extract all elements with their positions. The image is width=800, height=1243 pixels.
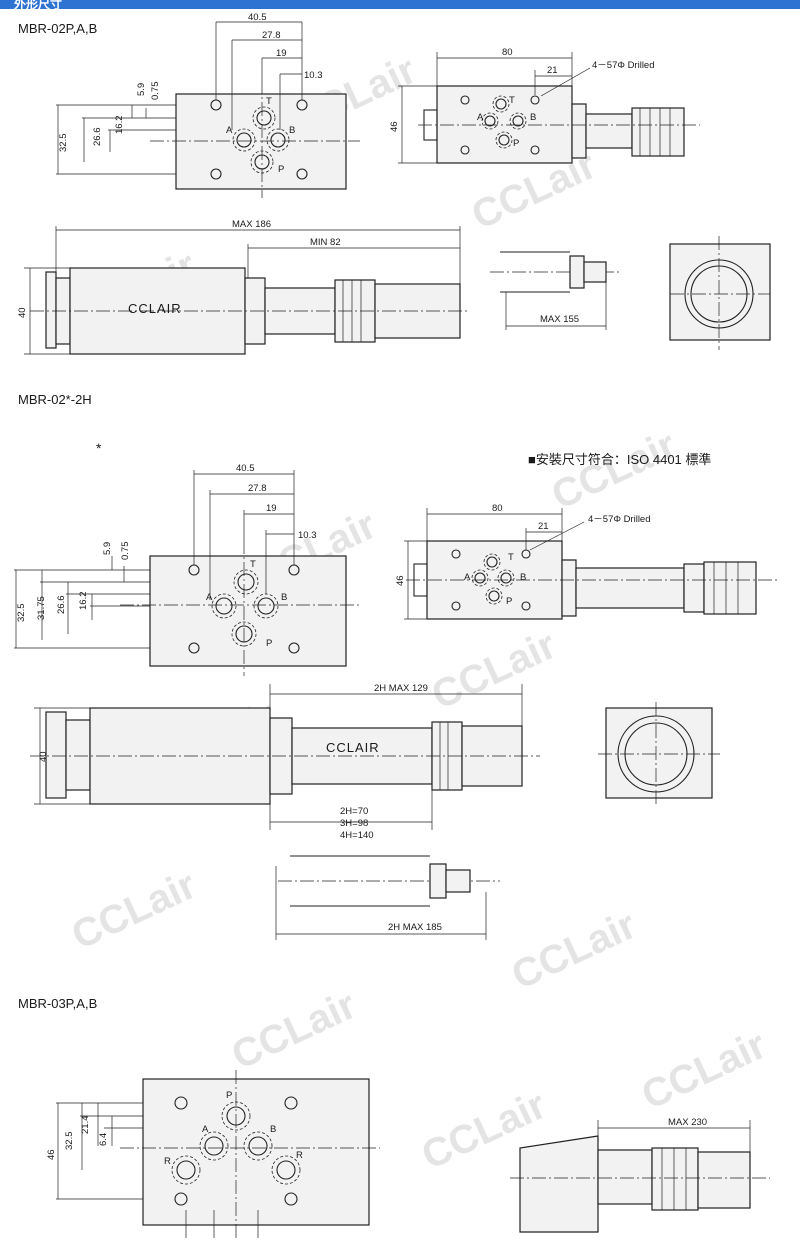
dim-5-9: 5.9: [102, 542, 113, 555]
dim-21: 21: [547, 65, 558, 76]
header-title: 外形尺寸: [14, 0, 62, 11]
dim-80: 80: [492, 503, 503, 514]
port-label-b: B: [530, 112, 536, 123]
s2-top-view: T A B P 40.5 27.8 19 10.3 32.5 31.75 26.…: [14, 463, 360, 676]
port-label-b: B: [281, 592, 287, 603]
port-label-t: T: [509, 95, 515, 106]
port-label-r: R: [296, 1150, 303, 1161]
dim-10-3: 10.3: [304, 70, 323, 81]
port-label-a: A: [206, 592, 213, 603]
dim-6-4: 6.4: [98, 1133, 109, 1146]
port-label-t: T: [508, 552, 514, 563]
s2-long-view: CCLAIR 2H MAX 129 2H=70 3H=98 4H=140 40: [30, 683, 540, 841]
watermark: CCLair: [505, 903, 642, 998]
dim-46: 46: [389, 121, 400, 132]
port-label-t: T: [266, 96, 272, 107]
dim-40-5: 40.5: [248, 12, 267, 23]
dim-40: 40: [38, 751, 49, 762]
drilled-note: 4－57Φ Drilled: [592, 60, 655, 71]
s3-top-view: P A B R R 46 32.5 21.4 6.4: [46, 1070, 380, 1238]
section-title-mbr02: MBR-02P,A,B: [18, 21, 97, 36]
dim-19: 19: [266, 503, 277, 514]
dim-max-230: MAX 230: [668, 1117, 707, 1128]
dim-19: 19: [276, 48, 287, 59]
port-label-a: A: [226, 125, 233, 136]
brand-label: CCLAIR: [326, 740, 380, 755]
dim-5-9: 5.9: [136, 83, 147, 96]
dim-2h-70: 2H=70: [340, 806, 368, 817]
s2-end-view: [598, 702, 720, 806]
dim-32-5: 32.5: [58, 134, 69, 153]
dim-2h-max-185: 2H MAX 185: [388, 922, 442, 933]
dim-2h-max-129: 2H MAX 129: [374, 683, 428, 694]
port-label-a: A: [464, 572, 471, 583]
port-label-p: P: [506, 596, 512, 607]
asterisk-mark: *: [96, 440, 102, 456]
port-label-r: R: [164, 1156, 171, 1167]
dim-10-3: 10.3: [298, 530, 317, 541]
watermark: CCLair: [225, 983, 362, 1078]
port-label-t: T: [250, 559, 256, 570]
port-label-a: A: [477, 112, 484, 123]
dim-0-75: 0.75: [120, 542, 131, 561]
s1-end-view: [669, 236, 771, 350]
dim-max-155: MAX 155: [540, 314, 579, 325]
dim-31-75: 31.75: [36, 596, 47, 620]
port-label-b: B: [520, 572, 526, 583]
dim-27-8: 27.8: [248, 483, 267, 494]
dim-40: 40: [17, 307, 28, 318]
header-bar: [0, 0, 800, 9]
port-label-b: B: [270, 1124, 276, 1135]
watermark: CCLair: [65, 863, 202, 958]
dim-min-82: MIN 82: [310, 237, 341, 248]
s2-stub-view: 2H MAX 185: [275, 855, 500, 940]
s3-side-view: MAX 230: [510, 1117, 770, 1233]
dim-4h-140: 4H=140: [340, 830, 374, 841]
watermark: CCLair: [635, 1023, 772, 1118]
dim-3h-98: 3H=98: [340, 818, 368, 829]
dim-26-6: 26.6: [56, 596, 67, 615]
port-label-b: B: [289, 125, 295, 136]
dim-32-5: 32.5: [16, 604, 27, 623]
watermark: CCLair: [425, 623, 562, 718]
dim-46: 46: [46, 1149, 57, 1160]
s1-top-view: T A B P 40.5 27.8 19 10.3 32.5 26.6 16.2…: [56, 12, 360, 198]
dim-16-2: 16.2: [114, 116, 125, 135]
dim-27-8: 27.8: [262, 30, 281, 41]
s2-side-view: T A B P 80 21 4－57Φ Drilled 46: [395, 503, 780, 620]
dim-max-186: MAX 186: [232, 219, 271, 230]
s1-stub-view: MAX 155: [490, 251, 620, 330]
section-title-mbr02-2h: MBR-02*-2H: [18, 392, 92, 407]
watermark: CCLair: [545, 423, 682, 518]
section-title-mbr03: MBR-03P,A,B: [18, 996, 97, 1011]
iso-note: ■安裝尺寸符合：ISO 4401 標準: [528, 452, 711, 467]
port-label-a: A: [202, 1124, 209, 1135]
port-label-p: P: [226, 1090, 232, 1101]
s1-side-view: T A B P 80 21 4－57Φ Drilled 46: [389, 47, 700, 164]
dim-40-5: 40.5: [236, 463, 255, 474]
port-label-p: P: [278, 164, 284, 175]
dim-21: 21: [538, 521, 549, 532]
dim-16-2: 16.2: [78, 592, 89, 611]
drilled-note: 4－57Φ Drilled: [588, 514, 651, 525]
dim-21-4: 21.4: [80, 1116, 91, 1135]
dim-26-6: 26.6: [92, 128, 103, 147]
port-label-p: P: [513, 138, 519, 149]
dim-0-75: 0.75: [150, 82, 161, 101]
dim-32-5: 32.5: [64, 1132, 75, 1151]
dim-80: 80: [502, 47, 513, 58]
brand-label: CCLAIR: [128, 301, 182, 316]
dim-46: 46: [395, 575, 406, 586]
port-label-p: P: [266, 638, 272, 649]
s1-long-view: CCLAIR MAX 186 MIN 82 40: [17, 219, 470, 355]
